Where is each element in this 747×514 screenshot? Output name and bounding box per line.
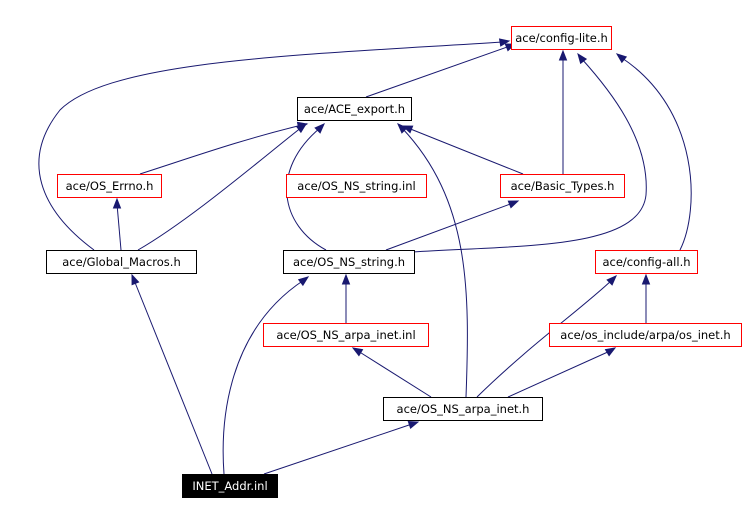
- edge-inet-addr-to-os-ns-string: [222, 279, 305, 475]
- node-os-ns-arpa-inet-inl[interactable]: ace/OS_NS_arpa_inet.inl: [263, 323, 429, 347]
- arrowhead-os-ns-arpa-inet-to-os-inet: [604, 347, 617, 357]
- node-ace-export[interactable]: ace/ACE_export.h: [297, 97, 412, 121]
- edge-tail-ace-export-to-config-lite: [506, 45, 511, 48]
- edge-global-macros-to-os-errno: [116, 203, 122, 251]
- edge-tail-os-errno-to-ace-export: [298, 124, 303, 127]
- arrowhead-inet-addr-to-os-ns-arpa-inet: [407, 420, 420, 430]
- edge-global-macros-to-config-lite: [38, 41, 504, 251]
- node-os-ns-string-inl[interactable]: ace/OS_NS_string.inl: [286, 174, 427, 198]
- node-inet-addr: INET_Addr.inl: [182, 474, 278, 498]
- edge-os-errno-to-ace-export: [139, 124, 303, 175]
- arrowhead-os-ns-arpa-inet-to-os-ns-arpa-inet-inl: [351, 347, 364, 357]
- edge-tail-os-ns-arpa-inet-to-ace-export: [401, 127, 405, 131]
- edge-tail-inet-addr-to-os-ns-string: [300, 279, 305, 283]
- edge-ace-export-to-config-lite: [365, 45, 511, 98]
- edge-tail-os-ns-arpa-inet-to-config-all: [609, 279, 613, 283]
- edge-os-ns-arpa-inet-to-os-ns-arpa-inet-inl: [357, 350, 432, 398]
- edge-tail-os-ns-string-to-config-lite: [580, 57, 584, 62]
- edge-global-macros-to-ace-export: [137, 126, 303, 251]
- edge-tail-os-ns-arpa-inet-to-os-ns-arpa-inet-inl: [357, 350, 361, 354]
- edge-basic-types-to-ace-export: [407, 127, 524, 175]
- edge-tail-os-ns-string-to-basic-types: [509, 202, 514, 205]
- node-os-ns-string[interactable]: ace/OS_NS_string.h: [283, 250, 415, 274]
- edge-tail-inet-addr-to-os-ns-arpa-inet: [409, 423, 413, 426]
- edge-tail-basic-types-to-ace-export: [407, 127, 412, 130]
- edge-os-ns-string-to-config-lite: [411, 57, 647, 253]
- arrowhead-global-macros-to-config-lite: [498, 38, 511, 47]
- node-config-all[interactable]: ace/config-all.h: [595, 250, 698, 274]
- node-os-ns-arpa-inet[interactable]: ace/OS_NS_arpa_inet.h: [383, 397, 543, 421]
- edge-inet-addr-to-global-macros: [133, 279, 213, 475]
- edge-tail-os-ns-arpa-inet-to-os-inet: [607, 350, 611, 354]
- edge-os-ns-string-to-basic-types: [385, 202, 514, 251]
- node-config-lite[interactable]: ace/config-lite.h: [511, 26, 612, 50]
- edge-config-all-to-config-lite: [621, 57, 692, 251]
- edge-inet-addr-to-os-ns-arpa-inet: [263, 423, 413, 475]
- node-os-inet[interactable]: ace/os_include/arpa/os_inet.h: [549, 323, 742, 347]
- edge-os-ns-arpa-inet-to-os-inet: [507, 350, 611, 398]
- edge-tail-inet-addr-to-global-macros: [133, 279, 136, 284]
- arrowhead-config-all-to-config-lite: [615, 53, 628, 64]
- node-basic-types[interactable]: ace/Basic_Types.h: [500, 174, 625, 198]
- edge-tail-config-all-to-config-lite: [621, 57, 625, 61]
- edge-tail-os-ns-string-to-ace-export: [317, 127, 321, 131]
- node-global-macros[interactable]: ace/Global_Macros.h: [46, 250, 197, 274]
- node-os-errno[interactable]: ace/OS_Errno.h: [57, 174, 162, 198]
